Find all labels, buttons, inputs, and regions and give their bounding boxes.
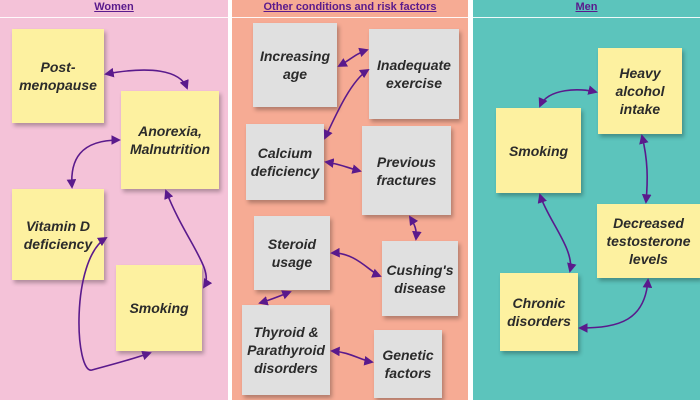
men-panel-title[interactable]: Men: [575, 1, 598, 13]
note-cushings-disease-label: Cushing's disease: [386, 261, 454, 296]
note-postmenopause: Post- menopause: [12, 29, 104, 123]
note-steroid-usage-label: Steroid usage: [267, 236, 317, 270]
note-women-smoking-label: Smoking: [129, 300, 189, 316]
note-calcium-deficiency: Calcium deficiency: [246, 124, 324, 200]
note-heavy-alcohol-label: Heavy alcohol intake: [615, 65, 665, 117]
note-decreased-testosterone: Decreased testosterone levels: [597, 204, 700, 278]
note-men-smoking-label: Smoking: [508, 142, 569, 159]
note-chronic-disorders: Chronic disorders: [500, 273, 578, 351]
women-panel-divider: [0, 17, 228, 18]
note-cushings-disease: Cushing's disease: [382, 241, 458, 316]
note-decreased-testosterone-label: Decreased testosterone levels: [606, 215, 691, 267]
note-calcium-deficiency-label: Calcium deficiency: [250, 145, 320, 179]
note-thyroid-parathyroid-label: Thyroid & Parathyroid disorders: [247, 324, 325, 376]
note-previous-fractures-label: Previous fractures: [376, 153, 437, 188]
note-inadequate-exercise-label: Inadequate exercise: [377, 57, 451, 91]
note-anorexia-malnutrition: Anorexia, Malnutrition: [121, 91, 219, 189]
note-anorexia-label: Anorexia, Malnutrition: [129, 123, 211, 157]
other-panel-divider: [232, 17, 468, 18]
note-postmenopause-label: Post- menopause: [19, 59, 97, 93]
note-increasing-age: Increasing age: [253, 23, 337, 107]
note-genetic-factors-label: Genetic factors: [382, 347, 434, 381]
other-panel-title[interactable]: Other conditions and risk factors: [263, 1, 437, 13]
women-panel-title[interactable]: Women: [94, 1, 134, 13]
note-previous-fractures: Previous fractures: [362, 126, 451, 215]
note-genetic-factors: Genetic factors: [374, 330, 442, 398]
men-panel-divider: [473, 17, 700, 18]
note-vitamin-d-deficiency: Vitamin D deficiency: [12, 189, 104, 280]
note-heavy-alcohol-intake: Heavy alcohol intake: [598, 48, 682, 134]
note-increasing-age-label: Increasing age: [259, 48, 331, 82]
note-thyroid-parathyroid: Thyroid & Parathyroid disorders: [242, 305, 330, 395]
note-steroid-usage: Steroid usage: [254, 216, 330, 290]
note-chronic-disorders-label: Chronic disorders: [507, 295, 571, 329]
note-inadequate-exercise: Inadequate exercise: [369, 29, 459, 119]
note-vitamin-d-label: Vitamin D deficiency: [23, 217, 93, 252]
note-women-smoking: Smoking: [116, 265, 202, 351]
note-men-smoking: Smoking: [496, 108, 581, 193]
